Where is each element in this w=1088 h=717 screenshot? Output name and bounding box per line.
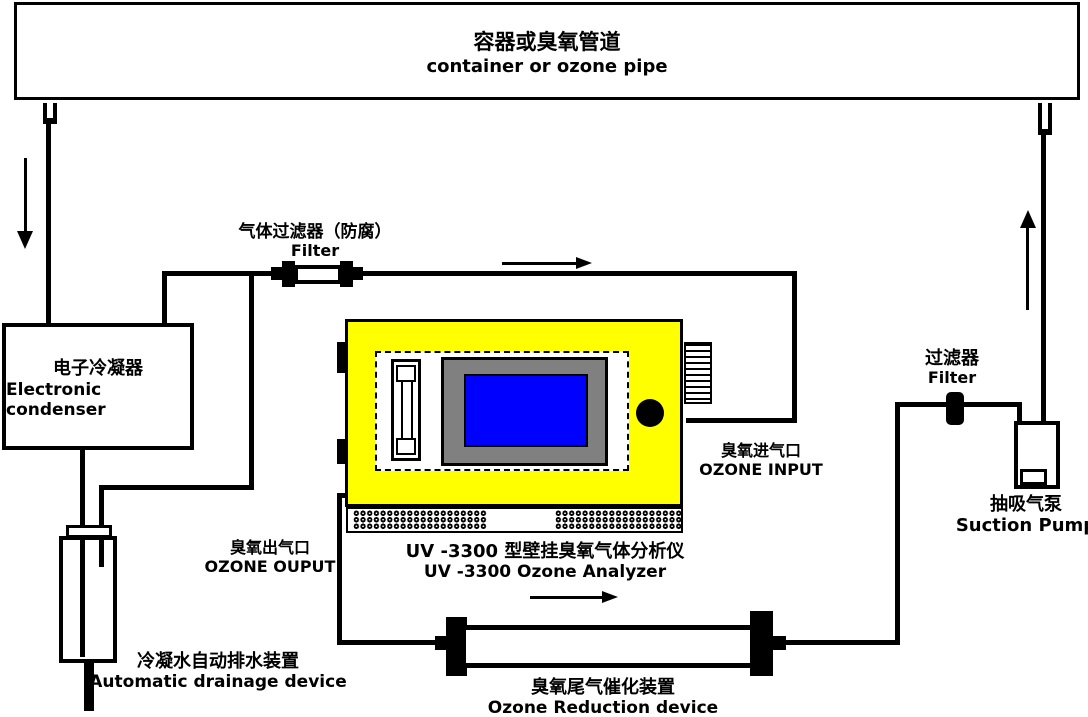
- pump-filter-label: 过滤器 Filter: [925, 348, 979, 388]
- drainage-label-en: Automatic drainage device: [89, 672, 347, 693]
- gas-filter-label-zh: 气体过滤器（防腐）: [238, 222, 392, 242]
- analyzer-mount-tab: [337, 439, 346, 464]
- flow-arrow-up-shaft: [1026, 225, 1029, 310]
- ozone-output-label: 臭氧出气口 OZONE OUPUT: [204, 538, 336, 577]
- ozone-input-label: 臭氧进气口 OZONE INPUT: [699, 441, 823, 480]
- flow-meter-top-fitting: [396, 365, 416, 382]
- pipe-main-sample-line: [162, 271, 797, 276]
- power-knob-icon: [636, 399, 664, 427]
- pump-filter-label-en: Filter: [927, 368, 977, 388]
- reduction-label-en: Ozone Reduction device: [487, 698, 719, 717]
- gas-filter-label: 气体过滤器（防腐） Filter: [239, 222, 392, 261]
- pipe-output-horizontal: [337, 640, 437, 645]
- flow-meter-tube: [401, 380, 413, 440]
- analyzer-label-en: UV -3300 Ozone Analyzer: [423, 562, 667, 583]
- flow-arrow-right-shaft: [502, 262, 578, 265]
- terminal-connector-icon: [684, 342, 712, 404]
- reduction-cap: [446, 617, 467, 676]
- ozone-input-label-zh: 臭氧进气口: [720, 441, 802, 460]
- pipe-output-vertical: [337, 493, 342, 645]
- pipe-input-down: [792, 271, 797, 423]
- pipe-condenser-outlet: [162, 271, 167, 325]
- gas-filter-cap: [340, 261, 353, 287]
- pipe-pump-to-container: [1041, 135, 1046, 423]
- pipe-condensate-drain: [80, 538, 85, 657]
- analyzer-label-zh: UV -3300 型壁挂臭氧气体分析仪: [405, 541, 685, 562]
- ozone-output-label-en: OZONE OUPUT: [204, 556, 336, 576]
- pipe-input-horizontal: [686, 418, 797, 423]
- flow-arrow-right2-icon: [602, 591, 618, 603]
- vent-holes-right: [555, 510, 681, 529]
- pipe-container-to-condenser: [46, 122, 51, 325]
- flow-arrow-down-icon: [17, 231, 33, 249]
- pipe-drain-branch-horizontal: [99, 485, 254, 490]
- pump-filter-icon: [946, 392, 964, 425]
- reduction-body: [466, 625, 752, 668]
- condenser-label-zh: 电子冷凝器: [53, 357, 143, 379]
- suction-pump-box: [1014, 421, 1060, 489]
- pipe-exhaust-up: [895, 402, 900, 645]
- drainage-label-zh: 冷凝水自动排水装置: [137, 651, 299, 672]
- right-fitting-icon: [1048, 103, 1052, 132]
- flow-meter-bottom-fitting: [396, 438, 416, 455]
- ozone-output-label-zh: 臭氧出气口: [229, 538, 311, 557]
- container-pipe-label-zh: 容器或臭氧管道: [473, 29, 621, 54]
- container-pipe-bar: 容器或臭氧管道 container or ozone pipe: [14, 2, 1080, 100]
- pipe-output-elbow: [337, 493, 348, 498]
- analyzer-mount-tab: [337, 342, 346, 373]
- reduction-nub: [772, 636, 786, 650]
- left-fitting-icon: [43, 118, 57, 124]
- left-fitting-icon: [43, 103, 47, 120]
- analyzer-label: UV -3300 型壁挂臭氧气体分析仪 UV -3300 Ozone Analy…: [406, 541, 685, 582]
- ozone-input-label-en: OZONE INPUT: [699, 459, 823, 479]
- reduction-label: 臭氧尾气催化装置 Ozone Reduction device: [488, 677, 718, 717]
- flow-arrow-up-icon: [1020, 210, 1036, 228]
- drainage-outlet-stub: [84, 661, 94, 711]
- drainage-label: 冷凝水自动排水装置 Automatic drainage device: [89, 651, 346, 692]
- gas-filter-nub: [271, 267, 283, 280]
- right-fitting-icon: [1038, 129, 1052, 135]
- flow-arrow-right-icon: [576, 257, 592, 269]
- pipe-drain-branch-vertical: [249, 276, 254, 489]
- suction-pump-label-zh: 抽吸气泵: [989, 494, 1062, 515]
- analyzer-screen: [464, 374, 588, 447]
- suction-pump-label: 抽吸气泵 Suction Pump: [956, 494, 1088, 536]
- reduction-label-zh: 臭氧尾气催化装置: [530, 677, 675, 698]
- suction-pump-label-en: Suction Pump: [955, 515, 1088, 537]
- container-pipe-label-en: container or ozone pipe: [426, 55, 668, 77]
- reduction-nub: [435, 636, 448, 650]
- suction-pump-port: [1020, 469, 1047, 485]
- pump-filter-label-zh: 过滤器: [925, 348, 979, 369]
- pipe-into-pump: [1017, 402, 1022, 425]
- condenser-label-en: Electronic condenser: [6, 379, 106, 420]
- pipe-exhaust-horizontal: [784, 640, 900, 645]
- pipe-drain-branch-into-tube: [99, 538, 104, 567]
- flow-arrow-down-shaft: [24, 158, 27, 232]
- right-fitting-icon: [1038, 103, 1042, 132]
- left-fitting-icon: [53, 103, 57, 120]
- flow-arrow-right2-shaft: [530, 596, 604, 599]
- condenser-box: 电子冷凝器 Electronic condenser: [2, 323, 194, 450]
- gas-filter-cap: [282, 261, 295, 287]
- vent-holes-left: [353, 510, 487, 529]
- drainage-tube: [59, 536, 117, 663]
- reduction-cap: [750, 611, 773, 676]
- gas-filter-body: [294, 265, 342, 284]
- gas-filter-nub: [352, 267, 363, 280]
- gas-filter-label-en: Filter: [290, 241, 340, 261]
